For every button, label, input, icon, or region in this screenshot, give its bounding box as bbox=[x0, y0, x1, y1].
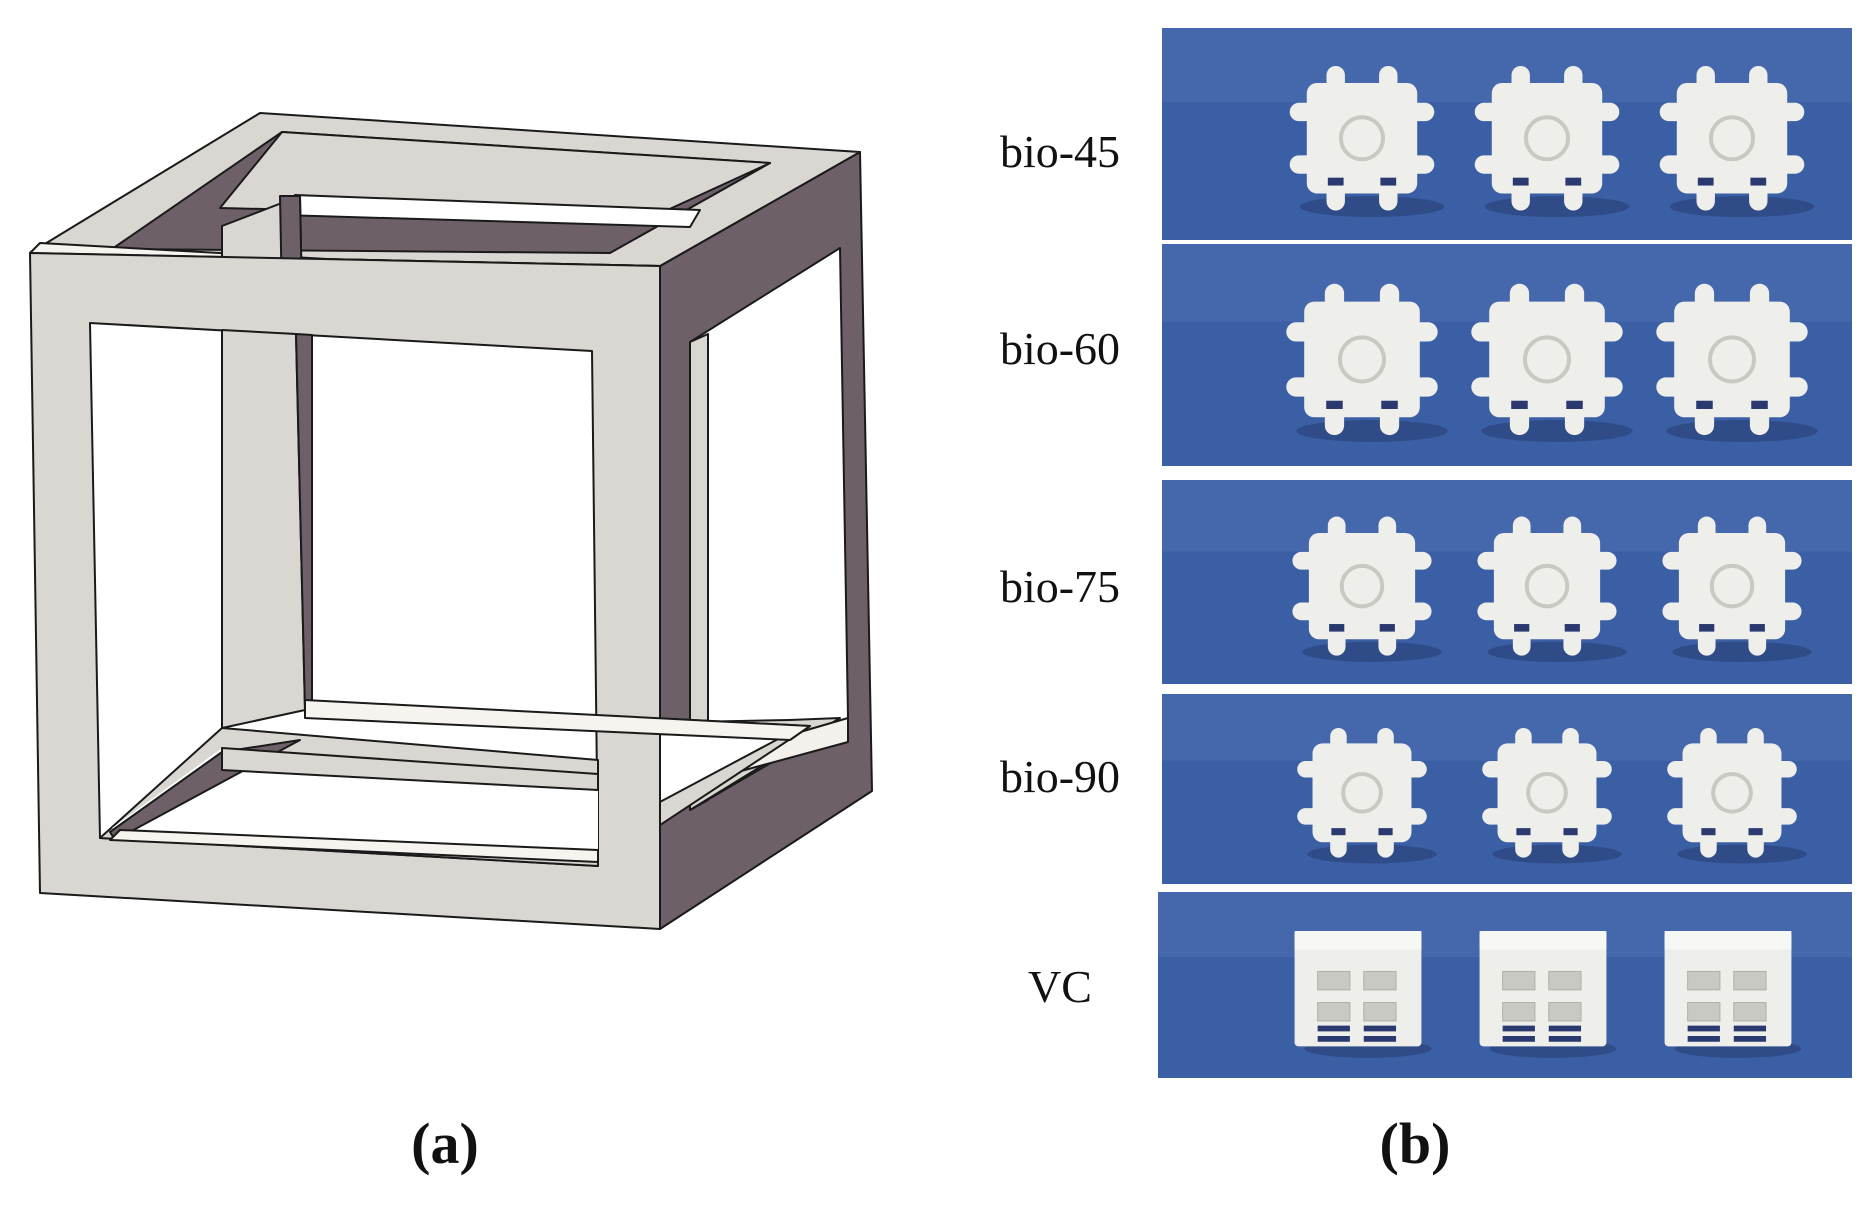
sample-specimen bbox=[1662, 516, 1812, 662]
sample-specimen bbox=[1479, 931, 1617, 1058]
sample-specimen bbox=[1477, 516, 1627, 662]
sample-specimen bbox=[1294, 931, 1432, 1058]
panel-label-b: (b) bbox=[1379, 1111, 1451, 1176]
sample-specimen bbox=[1292, 516, 1442, 662]
row-label-bio-90: bio-90 bbox=[999, 751, 1121, 802]
panel-label-a: (a) bbox=[411, 1111, 479, 1176]
photo-strip bbox=[1162, 694, 1852, 884]
photo-strip bbox=[1162, 244, 1852, 466]
photo-strip bbox=[1162, 480, 1852, 684]
row-label-vc: VC bbox=[1028, 961, 1092, 1012]
row-label-bio-45: bio-45 bbox=[999, 126, 1121, 177]
sample-specimen bbox=[1664, 931, 1802, 1058]
row-label-bio-60: bio-60 bbox=[999, 323, 1121, 374]
sample-specimen bbox=[1289, 65, 1445, 218]
sample-specimen bbox=[1286, 283, 1448, 443]
sample-specimen bbox=[1482, 728, 1622, 864]
photo-strip bbox=[1162, 28, 1852, 240]
row-label-bio-75: bio-75 bbox=[999, 561, 1121, 612]
sample-specimen bbox=[1474, 65, 1630, 218]
sample-specimen bbox=[1297, 728, 1437, 864]
sample-specimen bbox=[1659, 65, 1815, 218]
sample-specimen bbox=[1667, 728, 1807, 864]
sample-specimen bbox=[1656, 283, 1818, 443]
photo-strip bbox=[1158, 892, 1852, 1078]
sample-specimen bbox=[1471, 283, 1633, 443]
